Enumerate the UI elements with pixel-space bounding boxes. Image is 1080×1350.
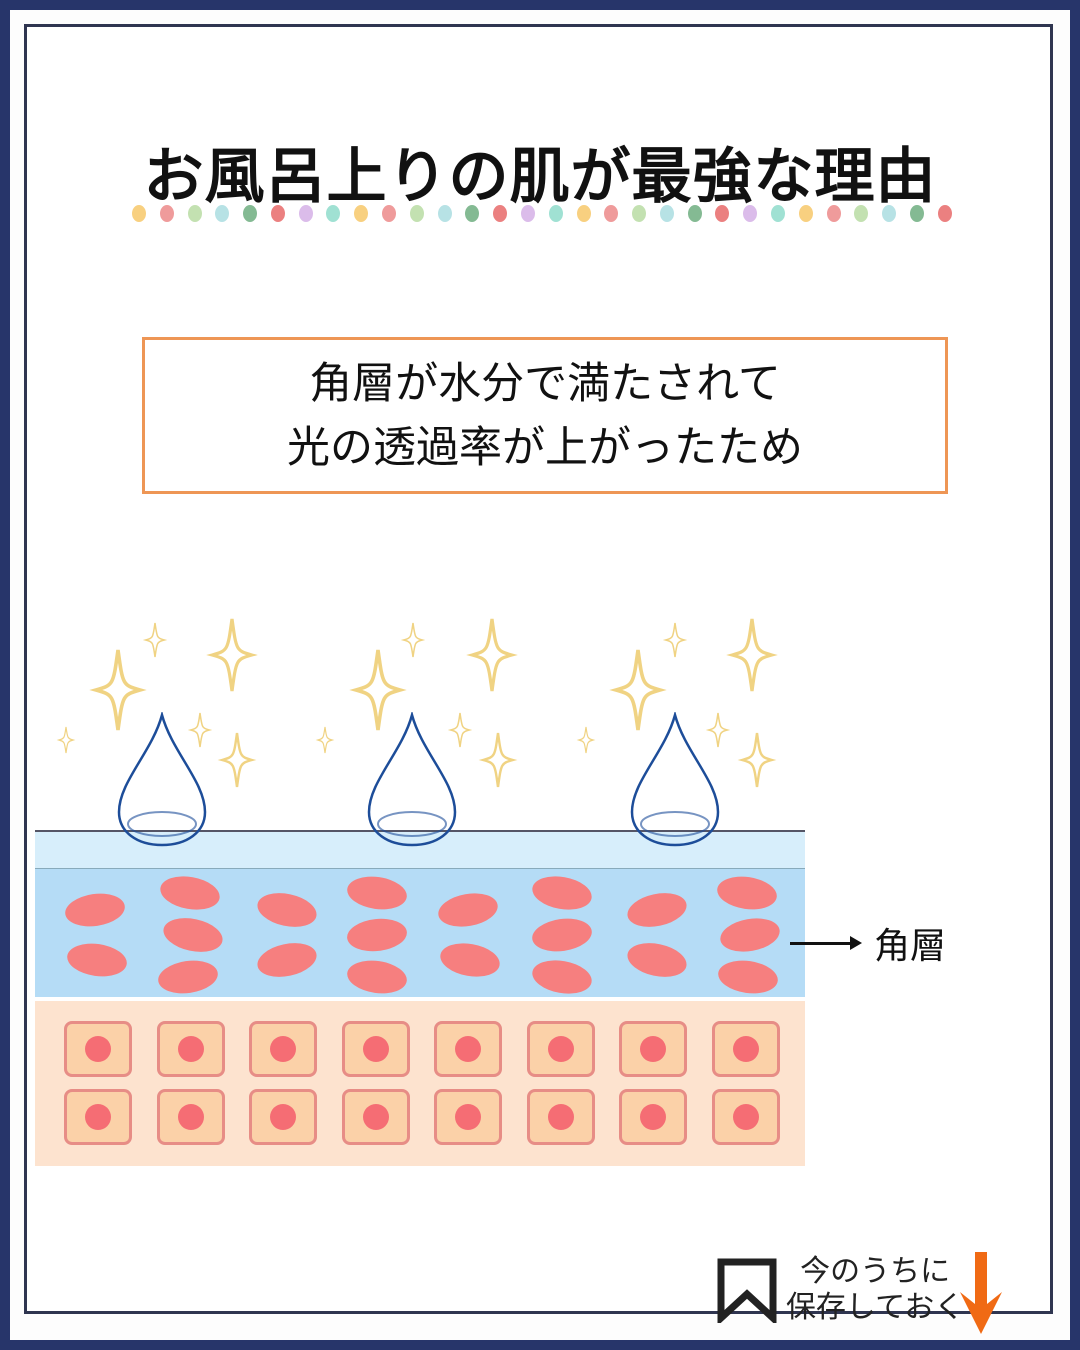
corneum-cell-icon — [63, 889, 127, 931]
skin-cell-icon — [619, 1089, 687, 1145]
decorative-dot — [520, 205, 535, 222]
corneum-cell-icon — [345, 872, 409, 914]
decorative-dot — [354, 205, 369, 222]
water-drop-icon — [367, 712, 457, 847]
corneum-cell-icon — [157, 872, 223, 914]
decorative-dot — [826, 205, 841, 222]
decorative-dot — [743, 205, 758, 222]
save-line-2: 保存しておく — [786, 1290, 965, 1325]
skin-cell-icon — [526, 1021, 595, 1077]
decorative-dot — [409, 205, 424, 222]
decorative-dot — [882, 205, 897, 222]
corneum-cell-icon — [624, 938, 690, 982]
decorative-dot — [215, 205, 230, 222]
page-title: お風呂上りの肌が最強な理由 — [143, 142, 937, 212]
corneum-cell-icon — [435, 889, 501, 931]
decorative-dot — [243, 205, 258, 222]
decorative-dot — [715, 205, 730, 222]
save-prompt[interactable]: 今のうちに 保存しておく — [716, 1244, 1004, 1336]
skin-cell-icon — [711, 1089, 780, 1145]
skin-cell-icon — [64, 1089, 132, 1145]
skin-cell-icon — [526, 1089, 595, 1145]
decorative-dot — [687, 205, 702, 222]
corneum-cell-icon — [437, 939, 503, 981]
decorative-dot — [576, 205, 591, 222]
decorative-dot — [632, 205, 647, 222]
decorative-dot — [132, 205, 146, 222]
decorative-dot — [659, 205, 674, 222]
decorative-dot — [548, 205, 563, 222]
arrow-right-head-icon — [850, 936, 862, 950]
skin-cell-icon — [619, 1021, 687, 1077]
decorative-dot — [798, 205, 813, 222]
decorative-dot — [298, 205, 313, 222]
reason-line-1: 角層が水分で満たされて — [309, 358, 781, 409]
save-line-1: 今のうちに — [800, 1254, 951, 1289]
decorative-dot — [159, 205, 174, 222]
skin-cell-icon — [341, 1021, 410, 1077]
corneum-cell-icon — [65, 939, 129, 981]
save-prompt-text: 今のうちに 保存しておく — [786, 1254, 964, 1326]
bookmark-icon — [717, 1258, 777, 1323]
decorative-dot — [909, 205, 924, 222]
arrow-down-icon — [960, 1252, 1003, 1334]
skin-cell-icon — [156, 1021, 225, 1077]
decorative-dot — [270, 205, 285, 222]
skin-cell-icon — [711, 1021, 780, 1077]
skin-cell-icon — [341, 1089, 410, 1145]
water-drop-icon — [630, 712, 720, 847]
corneum-cell-icon — [716, 956, 780, 998]
skin-cell-icon — [434, 1089, 502, 1145]
corneum-cell-icon — [529, 872, 595, 914]
stratum-corneum-layer — [35, 868, 805, 998]
decorative-dot — [604, 205, 619, 222]
decorative-dot — [326, 205, 341, 222]
skin-cell-icon — [249, 1089, 317, 1145]
corneum-cell-icon — [529, 956, 595, 998]
arrow-right-icon — [790, 941, 850, 945]
skin-cell-icon — [64, 1021, 132, 1077]
decorative-dot — [854, 205, 869, 222]
corneum-cell-icon — [156, 956, 220, 998]
decorative-dot — [465, 205, 480, 222]
reason-line-2: 光の透過率が上がったため — [287, 422, 803, 473]
reason-box: 角層が水分で満たされて 光の透過率が上がったため — [142, 337, 948, 494]
corneum-cell-icon — [624, 888, 690, 932]
corneum-cell-icon — [715, 872, 779, 914]
decorative-dot — [437, 205, 452, 222]
decorative-dot — [493, 205, 508, 222]
layer-label-text: 角層 — [874, 926, 947, 967]
corneum-cell-icon — [254, 888, 320, 932]
decorative-dot — [770, 205, 785, 222]
decorative-dot — [937, 205, 952, 222]
corneum-cell-icon — [254, 938, 320, 982]
corneum-cell-icon — [160, 913, 226, 957]
corneum-cell-icon — [530, 914, 594, 956]
dot-divider — [132, 205, 952, 225]
layer-label: 角層 — [790, 917, 946, 969]
skin-cell-icon — [249, 1021, 317, 1077]
decorative-dot — [187, 205, 202, 222]
corneum-cell-icon — [345, 915, 409, 955]
corneum-cell-icon — [717, 914, 783, 956]
water-drop-icon — [117, 712, 207, 847]
decorative-dot — [382, 205, 397, 222]
skin-cell-icon — [434, 1021, 502, 1077]
corneum-cell-icon — [345, 956, 409, 998]
skin-cell-icon — [156, 1089, 225, 1145]
epidermis-layer — [35, 1001, 805, 1166]
